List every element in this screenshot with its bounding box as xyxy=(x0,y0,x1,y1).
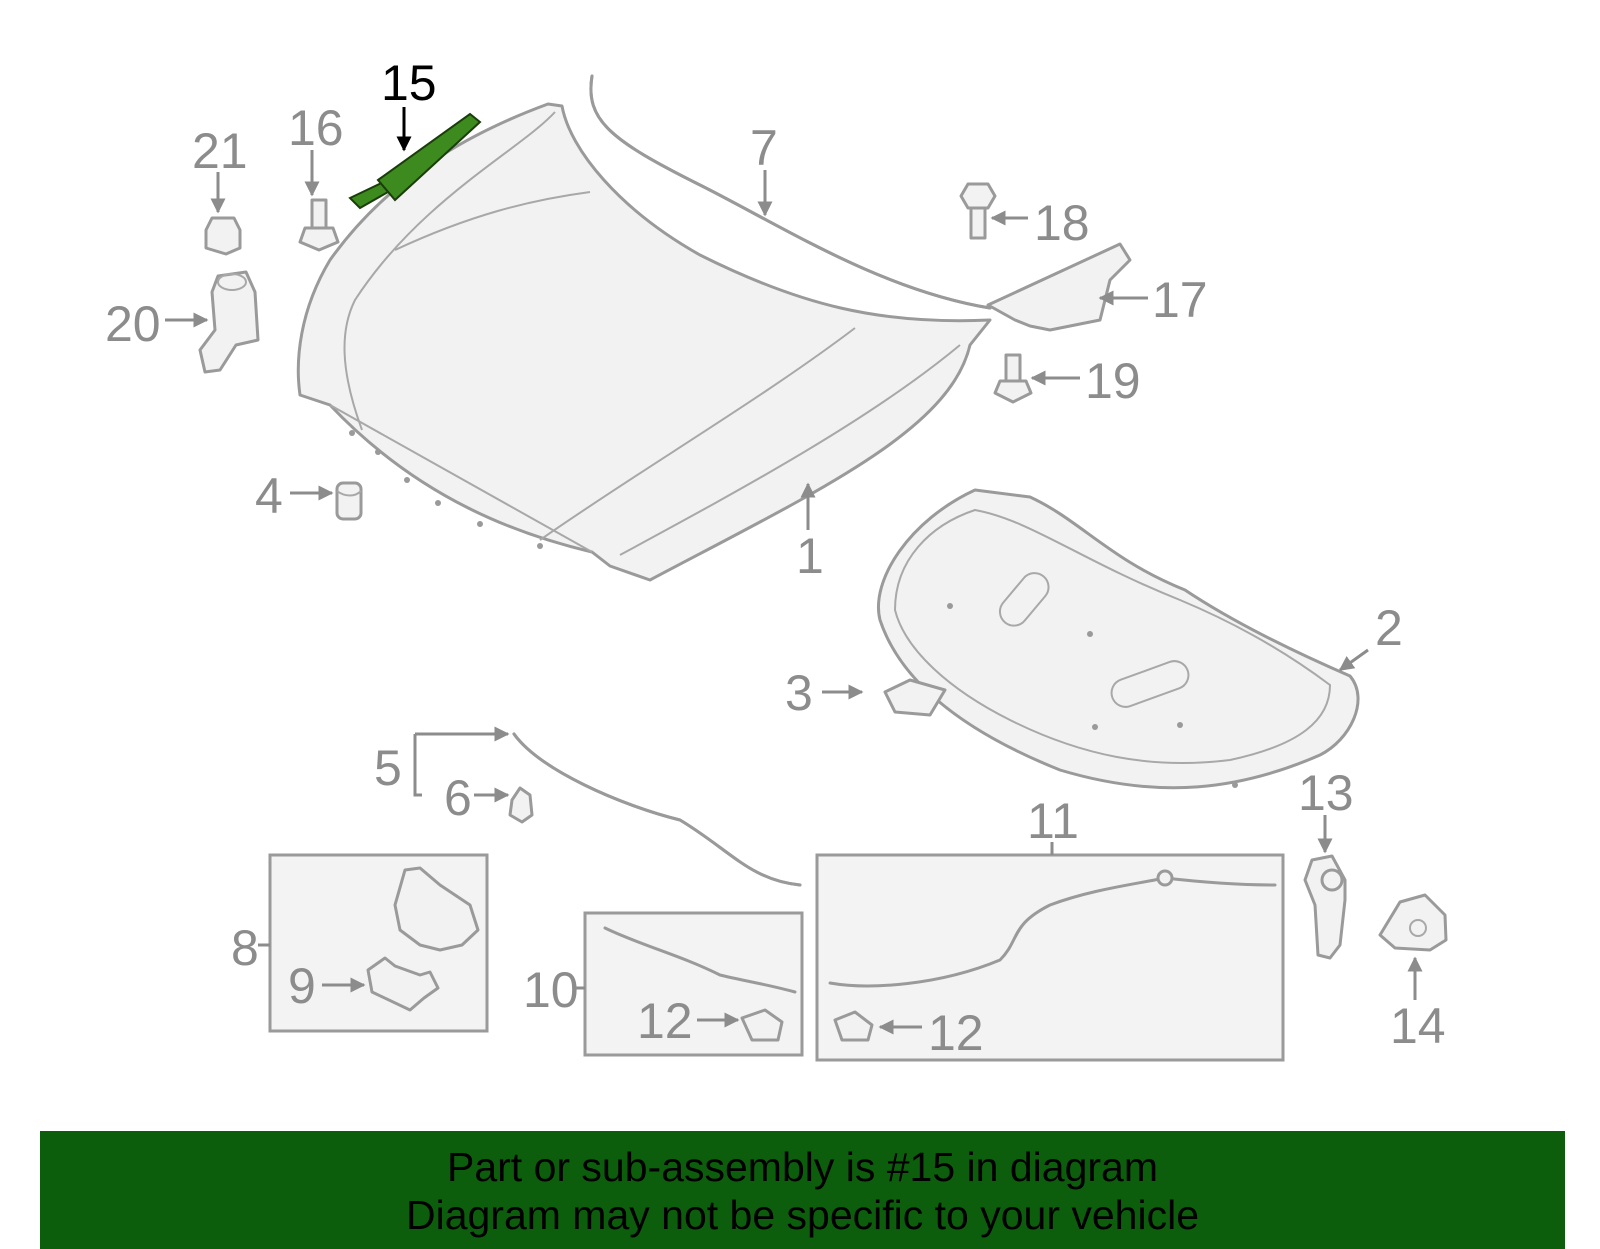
label-15: 15 xyxy=(381,55,437,111)
cowl-bracket xyxy=(986,242,1132,332)
hood-bumper xyxy=(335,481,363,521)
main-cable-box xyxy=(815,853,1285,1062)
latch-bracket xyxy=(366,956,440,1012)
nut-21 xyxy=(204,216,242,256)
leader-lines xyxy=(165,107,1423,1035)
label-21: 21 xyxy=(192,123,248,179)
release-cable-b xyxy=(828,876,1277,988)
release-handle-b xyxy=(833,1010,874,1042)
hood-panel xyxy=(296,102,992,582)
label-18: 18 xyxy=(1034,195,1090,251)
hood-hinge xyxy=(198,270,260,374)
bolt-18 xyxy=(959,182,997,240)
bolt-19 xyxy=(993,353,1033,404)
notice-banner: Part or sub-assembly is #15 in diagram D… xyxy=(40,1131,1565,1249)
label-7: 7 xyxy=(750,120,778,176)
bolt-16 xyxy=(298,198,340,252)
hood-latch xyxy=(393,866,480,952)
clip-6 xyxy=(508,786,534,824)
label-9: 9 xyxy=(288,958,316,1014)
label-12a: 12 xyxy=(637,993,693,1049)
notice-line-2: Diagram may not be specific to your vehi… xyxy=(405,1192,1199,1238)
label-8: 8 xyxy=(231,920,259,976)
label-3: 3 xyxy=(785,665,813,721)
hood-seal xyxy=(512,732,802,887)
label-1: 1 xyxy=(796,528,824,584)
hood-weatherstrip xyxy=(589,74,992,310)
label-12b: 12 xyxy=(928,1005,984,1061)
release-handle-a xyxy=(740,1008,784,1042)
hood-support-rod xyxy=(348,112,482,210)
prop-rod-holder xyxy=(1303,854,1347,960)
release-cable-a xyxy=(603,926,797,994)
label-17: 17 xyxy=(1152,272,1208,328)
label-16: 16 xyxy=(288,100,344,156)
notice-line-1: Part or sub-assembly is #15 in diagram xyxy=(447,1144,1158,1190)
label-5: 5 xyxy=(374,740,402,796)
label-2: 2 xyxy=(1375,600,1403,656)
label-14: 14 xyxy=(1390,998,1446,1054)
label-11: 11 xyxy=(1027,793,1079,849)
label-10: 10 xyxy=(523,962,579,1018)
clip-part xyxy=(883,678,947,717)
hood-insulator xyxy=(877,488,1360,790)
label-19: 19 xyxy=(1085,353,1141,409)
label-20: 20 xyxy=(105,296,161,352)
label-13: 13 xyxy=(1298,765,1354,821)
striker-14 xyxy=(1378,893,1448,952)
label-6: 6 xyxy=(444,770,472,826)
label-4: 4 xyxy=(255,468,283,524)
